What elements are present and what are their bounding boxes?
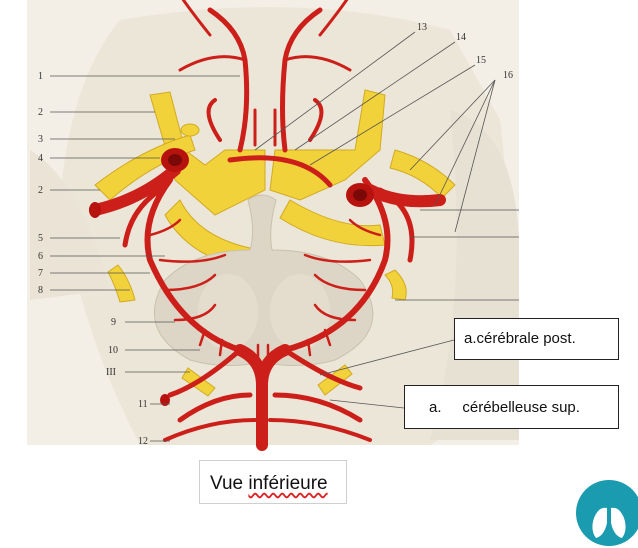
label-15: 15 (476, 55, 486, 66)
label-2b: 2 (38, 185, 43, 196)
mammillary-left (198, 274, 258, 350)
label-7: 7 (38, 268, 43, 279)
label-12: 12 (138, 436, 148, 447)
callout-superior-cerebellar-artery: a. cérébelleuse sup. (404, 385, 619, 429)
arteries (89, 0, 446, 451)
anatomy-diagram: 1 2 3 4 2 5 6 7 8 9 10 III 11 12 13 14 1… (27, 0, 520, 451)
mammillary-right (270, 274, 330, 350)
label-6: 6 (38, 251, 43, 262)
label-16: 16 (503, 70, 513, 81)
label-11: 11 (138, 399, 148, 410)
label-1: 1 (38, 71, 43, 82)
callout-sup-text: cérébelleuse sup. (462, 399, 580, 416)
label-III: III (106, 367, 116, 378)
temporal-tissue-left (30, 150, 110, 300)
callout-posterior-cerebral-artery: a.cérébrale post. (454, 318, 619, 360)
label-4: 4 (38, 153, 43, 164)
lungs-logo-icon (576, 480, 638, 546)
label-9: 9 (111, 317, 116, 328)
labels-top: 13 14 15 16 (417, 22, 513, 81)
leader-lines (50, 31, 519, 442)
vessel-cross-sections (89, 123, 374, 406)
caption-word-2: inférieure (248, 473, 328, 494)
label-3: 3 (38, 134, 43, 145)
caption-word-1: Vue (210, 473, 244, 494)
artery-branches (148, 218, 382, 362)
label-5: 5 (38, 233, 43, 244)
callout-post-text: a.cérébrale post. (464, 330, 576, 347)
label-8: 8 (38, 285, 43, 296)
callout-sup-prefix: a. (429, 399, 442, 416)
label-2a: 2 (38, 107, 43, 118)
labels-left: 1 2 3 4 2 5 6 7 8 9 10 III 11 12 (38, 71, 148, 447)
view-caption: Vue inférieure (199, 460, 347, 504)
label-10: 10 (108, 345, 118, 356)
label-13: 13 (417, 22, 427, 33)
label-14: 14 (456, 32, 466, 43)
